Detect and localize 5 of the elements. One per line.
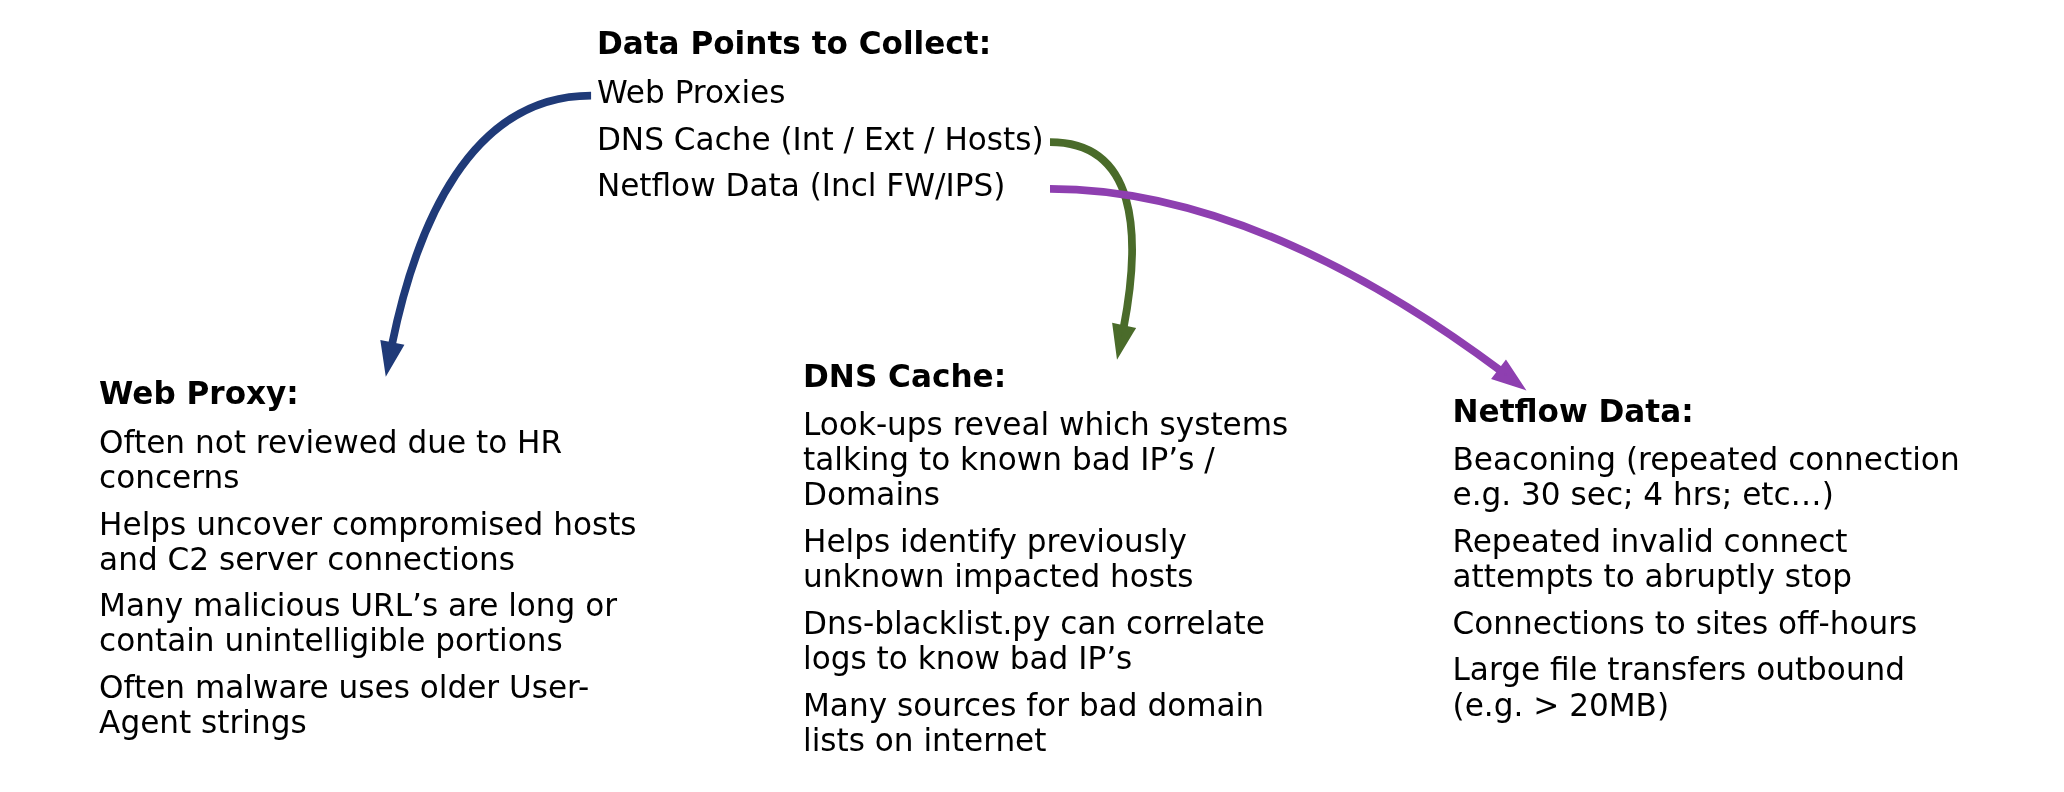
- node-text: Web Proxy: Often not reviewed due to HR concerns Helps uncover compromised hosts and C2 server connections Many malicious URL’s are long or contain unintelligible portions Often malware uses older User-Agent strings: [98, 375, 637, 740]
- node-text: Netflow Data: Beaconing (repeated connection e.g. 30 sec; 4 hrs; etc…) Repeated invalid connect attempts to abruptly stop Connections to sites off-hours Large file transfers outbound (e.g. > 20MB): [1452, 392, 1960, 723]
- arrow: [379, 91, 591, 377]
- node-text: DNS Cache: Look-ups reveal which systems talking to known bad IP’s / Domains Helps identify previously unknown impacted hosts Dns-blacklist.py can correlate logs to know bad IP’s Many sources for bad domain lists on internet: [802, 357, 1288, 758]
- node-text: Data Points to Collect: Web Proxies DNS Cache (Int / Ext / Hosts) Netflow Data (Incl FW/IPS): [596, 25, 1044, 204]
